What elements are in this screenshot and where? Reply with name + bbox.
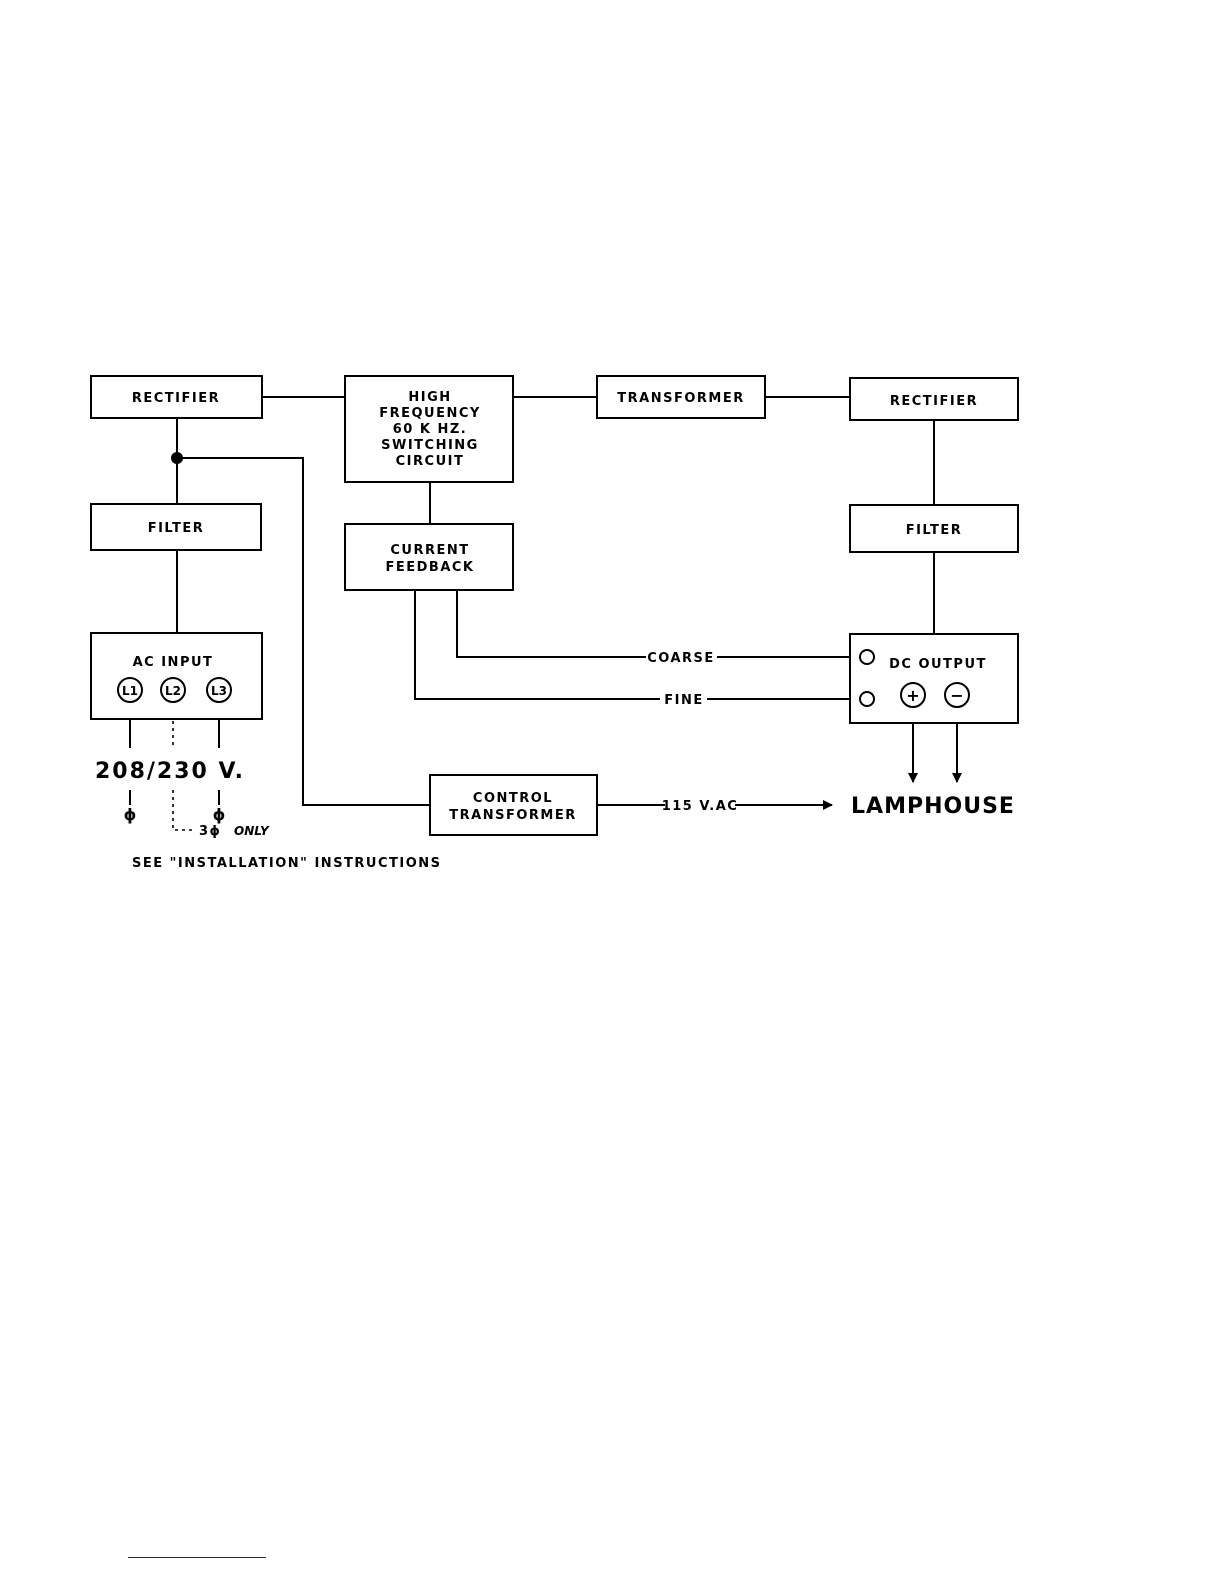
ac-input-label: AC INPUT (133, 655, 214, 670)
hf-label-line1: HIGH (408, 390, 451, 405)
terminal-l2-label: L2 (165, 684, 181, 698)
negative-terminal-symbol: − (950, 686, 963, 705)
hf-label-line2: FREQUENCY (379, 406, 481, 421)
terminal-l1-label: L1 (122, 684, 138, 698)
lamphouse-label: LAMPHOUSE (851, 794, 1015, 819)
transformer-block: TRANSFORMER (597, 376, 765, 418)
current-feedback-line2: FEEDBACK (385, 560, 474, 575)
wire-fine-left (415, 590, 660, 699)
control-transformer-block: CONTROL TRANSFORMER (430, 775, 597, 835)
terminal-l3-label: L3 (211, 684, 227, 698)
only-label: ONLY (234, 824, 270, 838)
installation-note: SEE "INSTALLATION" INSTRUCTIONS (132, 856, 442, 871)
filter-input-label: FILTER (148, 521, 205, 536)
current-feedback-line1: CURRENT (390, 543, 469, 558)
dc-output-label: DC OUTPUT (889, 657, 987, 672)
hf-label-line5: CIRCUIT (396, 454, 465, 469)
rectifier-input-label: RECTIFIER (132, 391, 220, 406)
dc-output-block: DC OUTPUT + − (850, 634, 1018, 723)
coarse-terminal (860, 650, 874, 664)
transformer-label: TRANSFORMER (617, 391, 744, 406)
fine-terminal (860, 692, 874, 706)
wire-l2-three-phase (173, 790, 196, 830)
three-phase-label: 3ϕ (199, 824, 221, 839)
fine-label: FINE (664, 693, 703, 708)
phase-symbol-l1: ϕ (124, 805, 137, 824)
hf-label-line3: 60 K HZ. (393, 422, 467, 437)
rectifier-output-label: RECTIFIER (890, 394, 978, 409)
high-frequency-switching-block: HIGH FREQUENCY 60 K HZ. SWITCHING CIRCUI… (345, 376, 513, 482)
filter-output-block: FILTER (850, 505, 1018, 552)
phase-symbol-l3: ϕ (213, 805, 226, 824)
control-transformer-line1: CONTROL (473, 791, 553, 806)
rectifier-output-block: RECTIFIER (850, 378, 1018, 420)
footer-rule (128, 1557, 266, 1558)
current-feedback-block: CURRENT FEEDBACK (345, 524, 513, 590)
control-transformer-line2: TRANSFORMER (449, 808, 576, 823)
wires (130, 397, 957, 830)
coarse-label: COARSE (647, 651, 715, 666)
voltage-label: 208/230 V. (95, 759, 245, 784)
ac-input-block: AC INPUT L1 L2 L3 (91, 633, 262, 719)
filter-output-label: FILTER (906, 523, 963, 538)
filter-input-block: FILTER (91, 504, 261, 550)
wire-coarse-left (457, 590, 646, 657)
positive-terminal-symbol: + (906, 686, 919, 705)
hf-label-line4: SWITCHING (381, 438, 479, 453)
rectifier-input-block: RECTIFIER (91, 376, 262, 418)
ac115-label: 115 V.AC (662, 799, 739, 814)
